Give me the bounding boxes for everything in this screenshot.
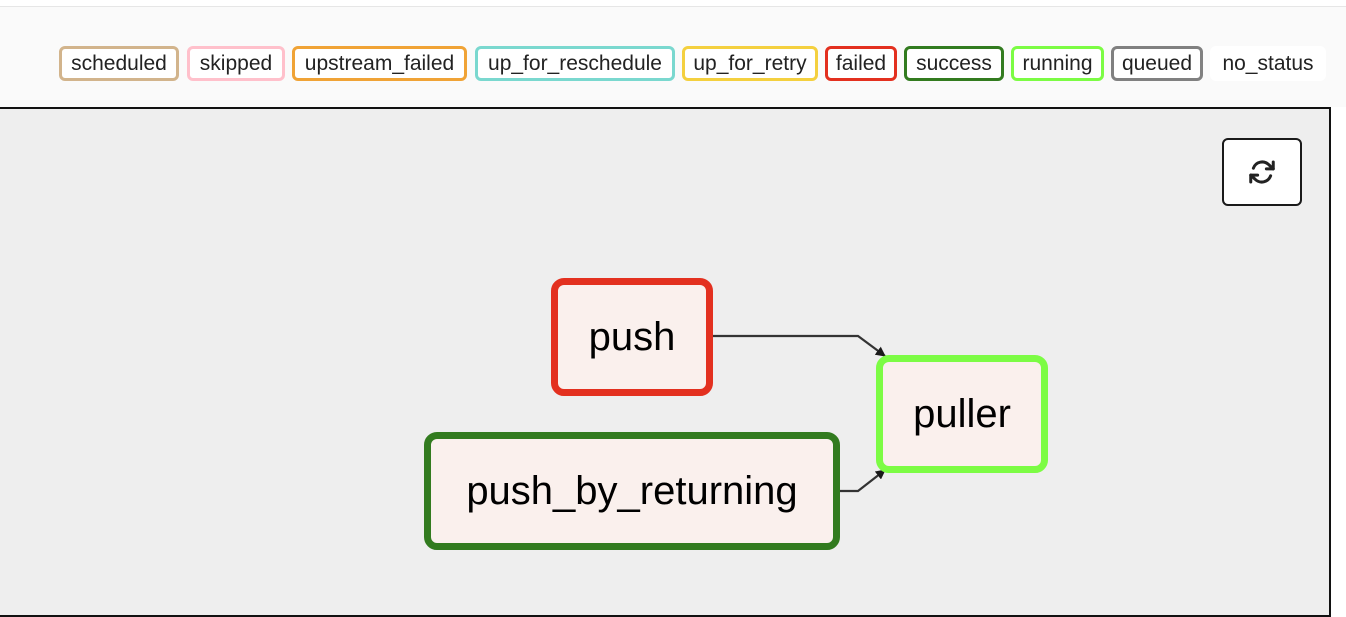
task-node-push-by-returning[interactable]: push_by_returning	[424, 432, 840, 550]
legend-up-for-reschedule[interactable]: up_for_reschedule	[475, 46, 675, 81]
legend-up-for-retry[interactable]: up_for_retry	[682, 46, 818, 81]
legend-skipped[interactable]: skipped	[187, 46, 285, 81]
legend-success[interactable]: success	[904, 46, 1004, 81]
task-node-push[interactable]: push	[551, 278, 713, 396]
task-node-puller[interactable]: puller	[876, 355, 1048, 473]
refresh-icon	[1249, 160, 1275, 184]
legend-running[interactable]: running	[1011, 46, 1104, 81]
refresh-button[interactable]	[1222, 138, 1302, 206]
legend-upstream-failed[interactable]: upstream_failed	[292, 46, 467, 81]
top-divider	[0, 6, 1346, 7]
legend-failed[interactable]: failed	[825, 46, 897, 81]
legend-scheduled[interactable]: scheduled	[59, 46, 179, 81]
legend-queued[interactable]: queued	[1111, 46, 1203, 81]
legend-no-status[interactable]: no_status	[1210, 46, 1326, 81]
legend-bar: scheduled skipped upstream_failed up_for…	[0, 7, 1346, 107]
